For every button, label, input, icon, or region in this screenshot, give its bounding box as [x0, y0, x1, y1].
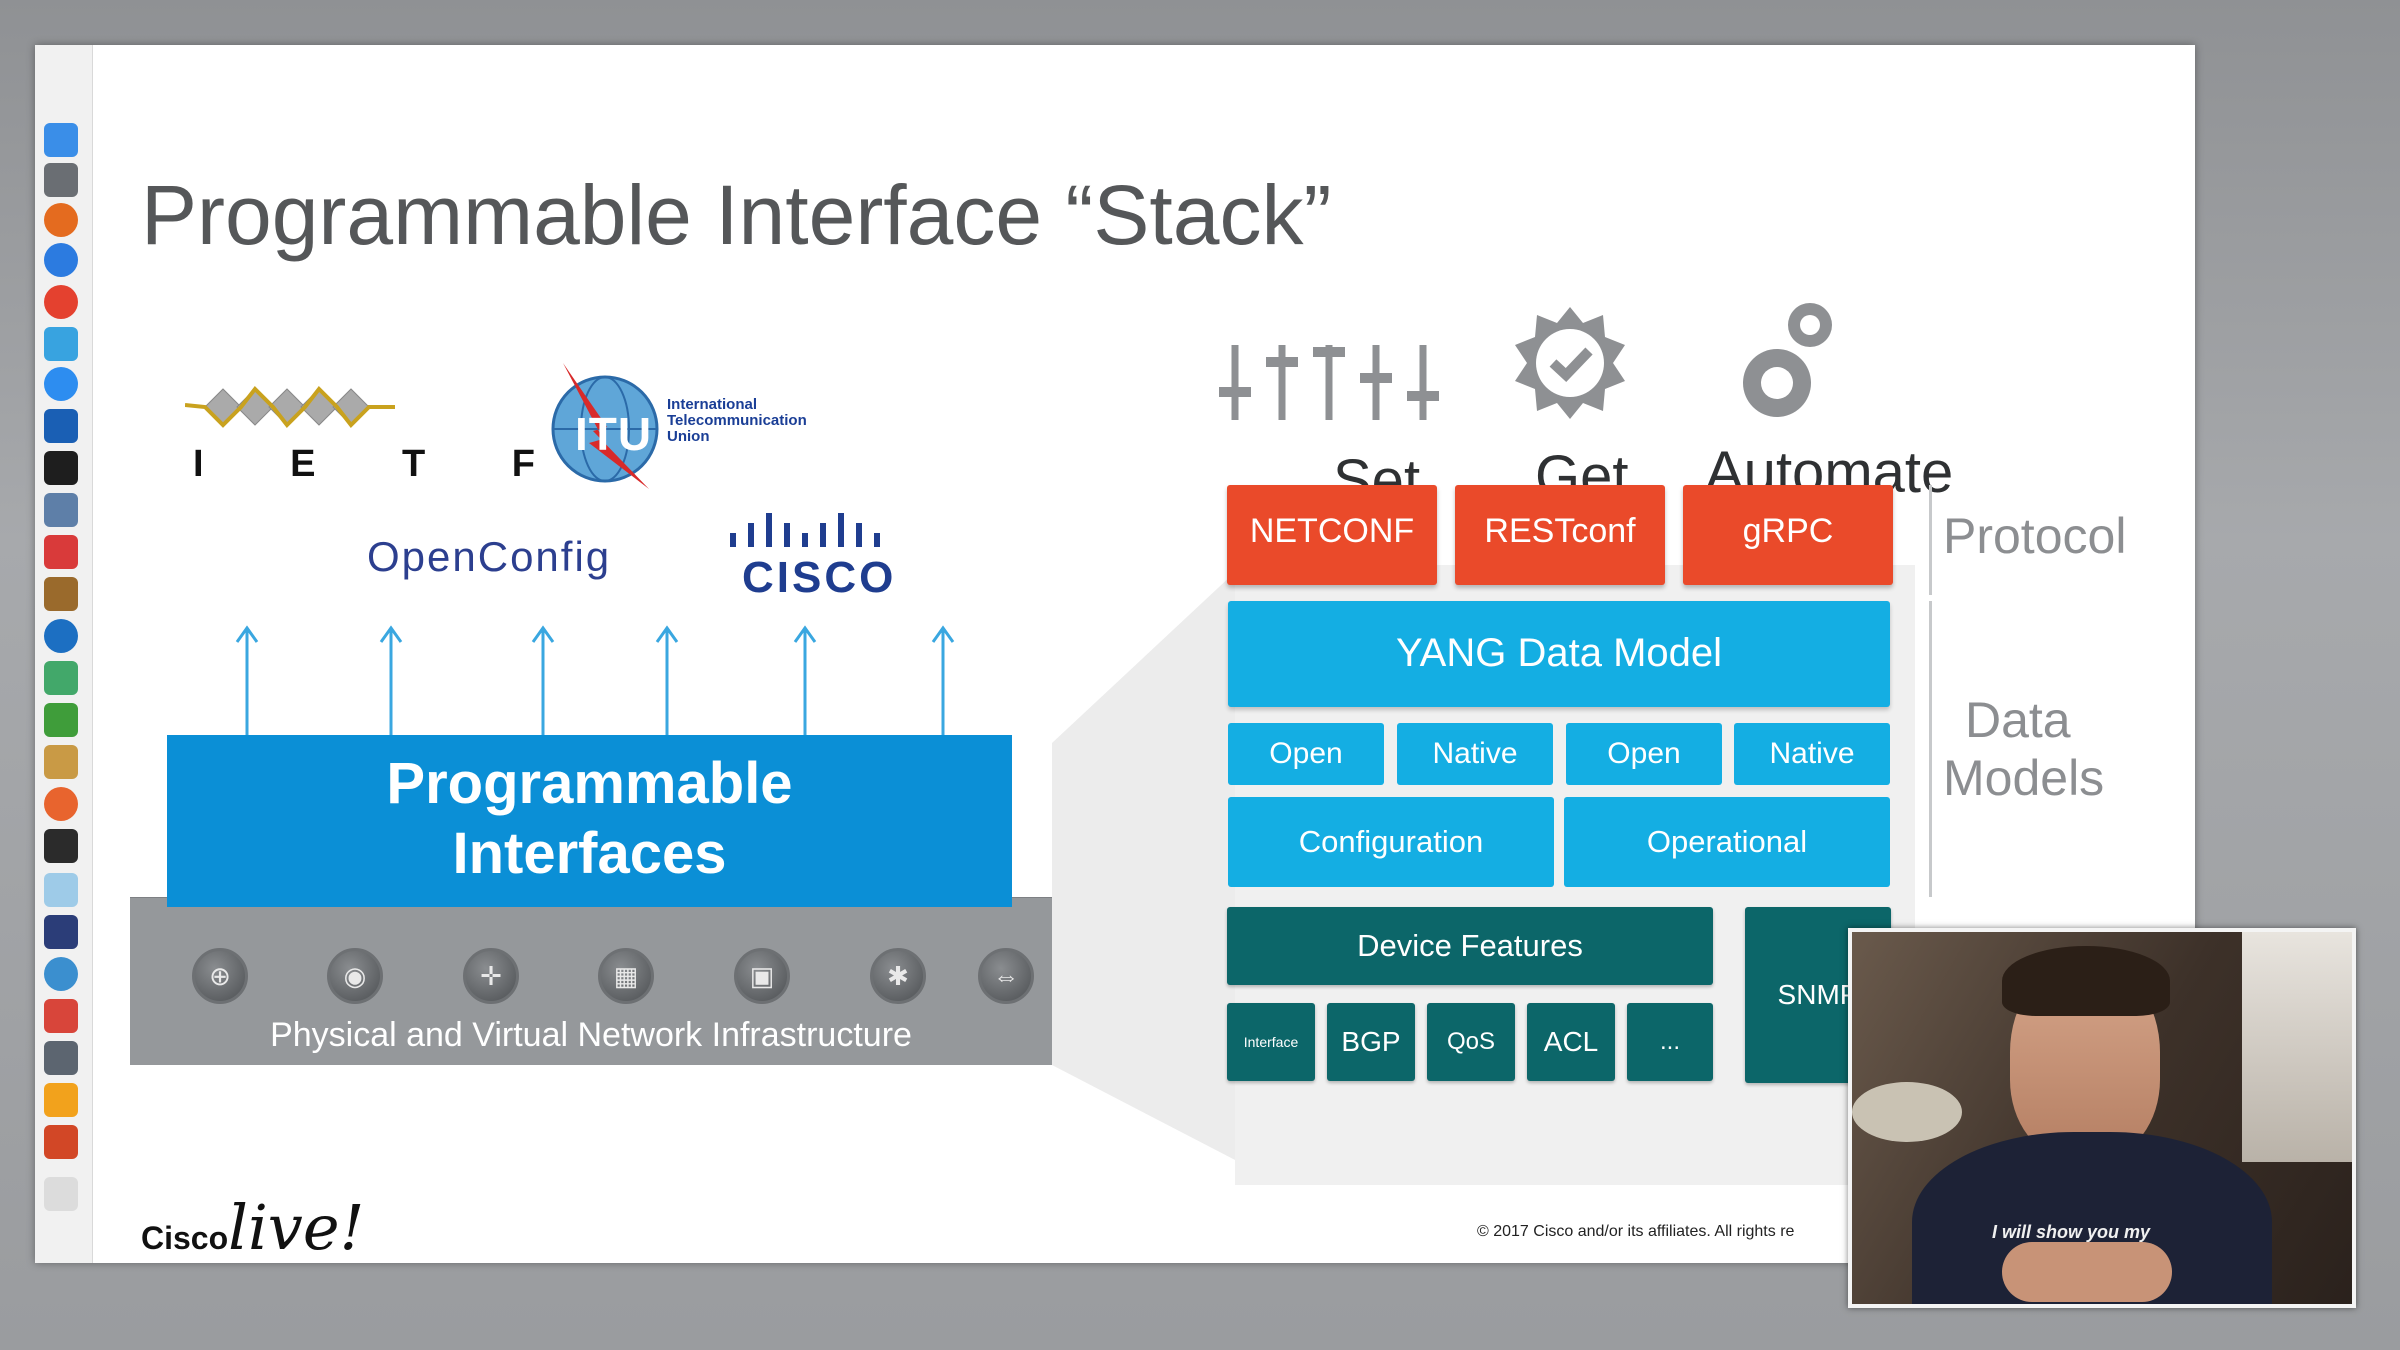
app-icon[interactable] [44, 787, 78, 821]
native-model-box: Native [1397, 723, 1553, 785]
open-model-box: Open [1228, 723, 1384, 785]
appliance-icon: ▣ [734, 948, 790, 1004]
arrow-up-icon [531, 625, 555, 738]
app-icon[interactable] [44, 873, 78, 907]
gears-icon [1743, 303, 1832, 417]
device-features-box: Device Features [1227, 907, 1713, 985]
arrow-up-icon [235, 625, 259, 738]
link-icon: ⇔ [978, 948, 1034, 1004]
activity-monitor-icon[interactable] [44, 829, 78, 863]
netconf-box: NETCONF [1227, 485, 1437, 585]
app-icon[interactable] [44, 915, 78, 949]
firefox-icon[interactable] [44, 203, 78, 237]
itu-name: International Telecommunication Union [667, 397, 807, 445]
webex-icon[interactable] [44, 619, 78, 653]
outlook-icon[interactable] [44, 409, 78, 443]
wireless-icon: ◉ [327, 948, 383, 1004]
shirt-text: I will show you my [1992, 1222, 2151, 1242]
itu-logo [545, 357, 665, 502]
arrow-up-icon [793, 625, 817, 738]
yang-data-model-box: YANG Data Model [1228, 601, 1890, 707]
cisco-live-part-1: Cisco [141, 1220, 229, 1256]
slide: Programmable Interface “Stack” I E T F I… [35, 45, 2195, 1263]
slide-title: Programmable Interface “Stack” [141, 168, 1332, 262]
cisco-bars-icon [728, 513, 890, 558]
presenter-hair [2002, 946, 2170, 1016]
operational-box: Operational [1564, 797, 1890, 887]
data-models-line-2: Models [1943, 750, 2105, 806]
trash-icon[interactable] [44, 1177, 78, 1211]
upward-arrows [235, 625, 955, 738]
arrow-up-icon [931, 625, 955, 738]
data-models-bracket [1920, 601, 1932, 897]
arrow-up-icon [379, 625, 403, 738]
programmable-interfaces-box: Programmable Interfaces [167, 735, 1012, 907]
hub-icon: ✱ [870, 948, 926, 1004]
infrastructure-layer: ⊕ ◉ ✛ ▦ ▣ ✱ ⇔ Physical and Virtual Netwo… [130, 897, 1052, 1065]
app-icon[interactable] [44, 577, 78, 611]
video-lamp [1852, 1082, 1962, 1142]
infrastructure-label: Physical and Virtual Network Infrastruct… [270, 1016, 912, 1054]
app-icon[interactable] [44, 1041, 78, 1075]
protocol-label: Protocol [1943, 508, 2127, 564]
chrome-icon[interactable] [44, 285, 78, 319]
native-model-box: Native [1734, 723, 1890, 785]
itu-mark: ITU [575, 408, 653, 460]
ietf-wordmark: I E T F [193, 443, 573, 485]
programmable-line-1: Programmable [386, 751, 793, 816]
app-icon[interactable] [44, 1083, 78, 1117]
grpc-box: gRPC [1683, 485, 1893, 585]
presenter-hands [2002, 1242, 2172, 1302]
itu-line-1: International [667, 396, 758, 413]
app-icon[interactable] [44, 661, 78, 695]
ietf-logo [184, 367, 395, 452]
more-features-box: ... [1627, 1003, 1713, 1081]
bgp-box: BGP [1327, 1003, 1415, 1081]
router-icon: ⊕ [192, 948, 248, 1004]
interface-box: Interface [1227, 1003, 1315, 1081]
itu-line-2: Telecommunication [667, 412, 807, 429]
checkmark-badge-icon [1515, 307, 1625, 419]
data-models-label: Data Models [1943, 691, 2104, 807]
presenter-video: I will show you my [1848, 928, 2356, 1308]
globe-icon[interactable] [44, 957, 78, 991]
virtualbox-icon[interactable] [44, 493, 78, 527]
evernote-icon[interactable] [44, 703, 78, 737]
terminal-icon[interactable] [44, 451, 78, 485]
cisco-live-part-2: live! [228, 1191, 365, 1263]
openconfig-logo: OpenConfig [367, 533, 612, 580]
itu-line-3: Union [667, 428, 710, 445]
copyright-footer: © 2017 Cisco and/or its affiliates. All … [1477, 1223, 1795, 1240]
app-icon[interactable] [44, 745, 78, 779]
programmable-line-2: Interfaces [452, 821, 727, 886]
application-dock [35, 45, 93, 1263]
arrow-up-icon [655, 625, 679, 738]
launchpad-icon[interactable] [44, 163, 78, 197]
app-icon[interactable] [44, 999, 78, 1033]
switch-icon: ✛ [463, 948, 519, 1004]
server-icon: ▦ [598, 948, 654, 1004]
restconf-box: RESTconf [1455, 485, 1665, 585]
data-models-line-1: Data [1965, 692, 2071, 748]
video-window [2242, 932, 2352, 1162]
acl-box: ACL [1527, 1003, 1615, 1081]
finder-icon[interactable] [44, 123, 78, 157]
app-icon[interactable] [44, 535, 78, 569]
safari-icon[interactable] [44, 243, 78, 277]
open-model-box: Open [1566, 723, 1722, 785]
configuration-box: Configuration [1228, 797, 1554, 887]
zoom-wedge [1052, 545, 1282, 1175]
powerpoint-icon[interactable] [44, 1125, 78, 1159]
qos-box: QoS [1427, 1003, 1515, 1081]
cisco-logo: CISCO [742, 553, 897, 602]
app-store-icon[interactable] [44, 367, 78, 401]
sliders-icon [1219, 345, 1439, 420]
cisco-live-logo: Ciscolive! [141, 1191, 364, 1263]
messages-icon[interactable] [44, 327, 78, 361]
protocol-bracket [1920, 485, 1932, 595]
